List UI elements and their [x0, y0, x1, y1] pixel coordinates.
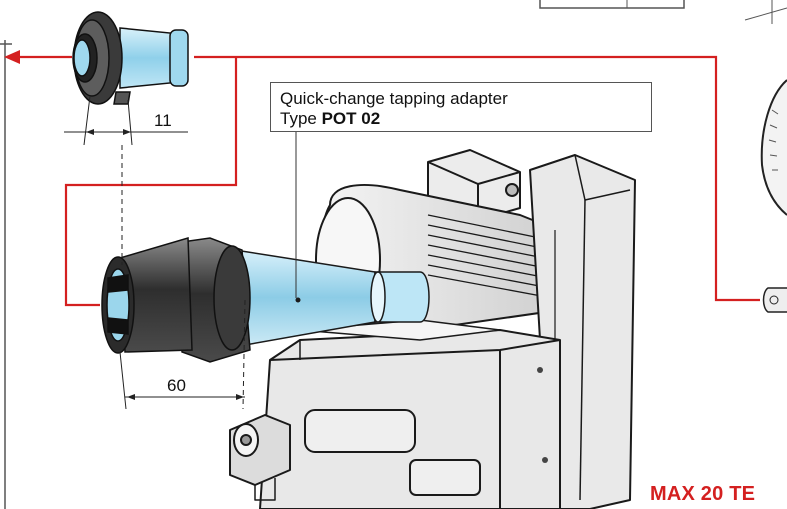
callout-type-prefix: Type [280, 109, 322, 128]
dim-arrow-60-right [236, 394, 244, 400]
red-connector-lines [18, 55, 760, 307]
dim-arrow-11-left [86, 129, 94, 135]
callout-type-line: Type POT 02 [280, 109, 651, 129]
dimension-label-lower: 60 [167, 376, 186, 395]
upper-tapping-adapter [72, 11, 189, 105]
right-disc-teeth [768, 109, 779, 171]
arrow-left-icon [4, 50, 20, 64]
callout-title: Quick-change tapping adapter [280, 89, 508, 108]
cone-adapter [234, 249, 430, 346]
lower-tapping-adapter [101, 237, 251, 363]
dim-arrow-60-left [127, 394, 135, 400]
callout-type-code: POT 02 [321, 109, 381, 128]
top-frame-fragment [539, 0, 685, 9]
right-spindle-fragment [762, 287, 787, 313]
model-label: MAX 20 TE [650, 483, 756, 505]
right-spindle-hole [769, 295, 779, 305]
right-dim-line [744, 7, 787, 21]
adapter-callout-box: Quick-change tapping adapter Type POT 02 [270, 82, 652, 132]
right-disc-fragment [760, 79, 787, 216]
dim-arrow-11-right [123, 129, 131, 135]
dimension-lines [64, 95, 246, 410]
dimension-label-upper: 11 [154, 111, 172, 130]
